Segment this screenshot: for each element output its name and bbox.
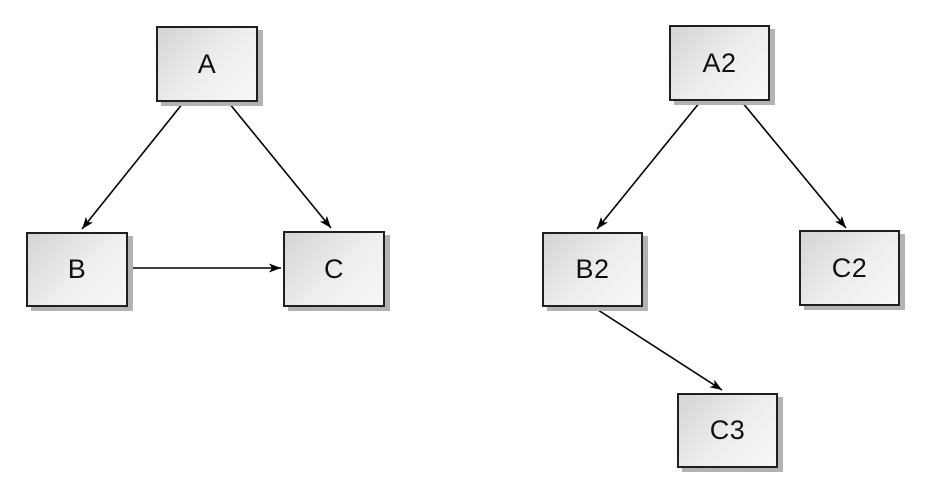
node-A: A	[156, 26, 258, 102]
node-A-label: A	[197, 48, 217, 79]
edge-A-B	[81, 102, 184, 230]
node-A2-label: A2	[702, 47, 737, 78]
edge-A-C	[228, 102, 332, 229]
node-C3: C3	[677, 393, 778, 468]
node-C2: C2	[799, 230, 900, 306]
node-C3-label: C3	[709, 415, 746, 445]
node-A2: A2	[669, 25, 770, 101]
node-B2-label: B2	[575, 254, 610, 284]
edge-B2-C3	[594, 307, 723, 391]
node-B: B	[26, 232, 128, 307]
node-C-label: C	[324, 253, 344, 284]
edge-A2-B2	[596, 101, 701, 230]
node-C: C	[283, 231, 385, 307]
node-C2-label: C2	[831, 252, 868, 283]
edge-A2-C2	[741, 101, 847, 229]
node-B2: B2	[542, 232, 643, 307]
node-B-label: B	[67, 254, 87, 284]
